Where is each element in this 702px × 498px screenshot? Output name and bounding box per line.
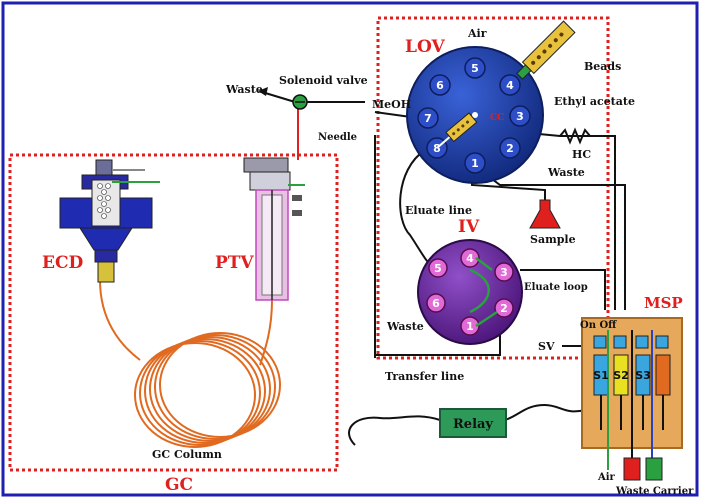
- lov-box: [376, 16, 610, 360]
- transfer-line-label: Transfer line: [385, 370, 464, 383]
- waste-iv-label: Waste: [386, 320, 424, 333]
- waste-flask-icon: [623, 457, 641, 481]
- ptv-injector: [243, 157, 305, 301]
- lov-port-8: 8: [433, 142, 441, 155]
- iv-port-4: 4: [466, 252, 474, 265]
- waste-arrow-head: [258, 87, 268, 96]
- lov-port-1: 1: [471, 157, 479, 170]
- iv-title: IV: [458, 217, 480, 237]
- gc-column-coil: [99, 279, 281, 448]
- gc-box: [8, 153, 339, 472]
- lov-port-5: 5: [471, 62, 479, 75]
- lov-port-6: 6: [436, 79, 444, 92]
- gc-column-label: GC Column: [152, 448, 222, 461]
- waste-top-label: Waste: [225, 83, 263, 96]
- relay-box: [439, 408, 507, 438]
- on-off-label: On Off: [580, 320, 617, 331]
- ecd-title: ECD: [42, 253, 83, 273]
- sample-label: Sample: [530, 233, 576, 246]
- lov-port-2: 2: [506, 142, 514, 155]
- sv-label: SV: [538, 340, 555, 353]
- eluate-line-label: Eluate line: [405, 204, 472, 217]
- iv-port-2: 2: [500, 302, 508, 315]
- iv-valve: [417, 239, 523, 345]
- iv-port-1: 1: [466, 320, 474, 333]
- meoh-label: MeOH: [372, 98, 411, 111]
- waste-lov-label: Waste: [547, 166, 585, 179]
- relay-label: Relay: [453, 417, 493, 432]
- hc-label: HC: [572, 148, 591, 161]
- syringe-s2-label: S2: [613, 369, 629, 382]
- msp-title: MSP: [644, 294, 683, 312]
- lov-port-3: 3: [516, 110, 524, 123]
- sample-flask-icon: [529, 199, 561, 229]
- ethyl-acetate-label: Ethyl acetate: [554, 95, 635, 108]
- eluate-loop-label: Eluate loop: [524, 282, 588, 293]
- iv-port-3: 3: [500, 266, 508, 279]
- solenoid-valve-label: Solenoid valve: [279, 74, 368, 87]
- beads-label: Beads: [584, 60, 621, 73]
- needle-label: Needle: [318, 132, 357, 143]
- syringe-s1-label: S1: [593, 369, 609, 382]
- cc-label: CC: [490, 113, 504, 123]
- carrier-flask-icon: [645, 457, 663, 481]
- iv-port-6: 6: [432, 297, 440, 310]
- syringe-s3-label: S3: [635, 369, 651, 382]
- msp-box: [581, 317, 683, 470]
- lov-valve: [406, 20, 591, 184]
- lov-port-7: 7: [424, 112, 432, 125]
- air-top-label: Air: [467, 27, 487, 40]
- gc-title: GC: [165, 475, 193, 495]
- waste-carrier-label: Waste Carrier: [615, 486, 694, 497]
- ptv-title: PTV: [215, 253, 254, 273]
- lov-port-4: 4: [506, 79, 514, 92]
- ecd-detector: [59, 159, 160, 283]
- iv-port-5: 5: [434, 262, 442, 275]
- air-bottom-label: Air: [597, 472, 616, 483]
- lov-title: LOV: [405, 37, 445, 57]
